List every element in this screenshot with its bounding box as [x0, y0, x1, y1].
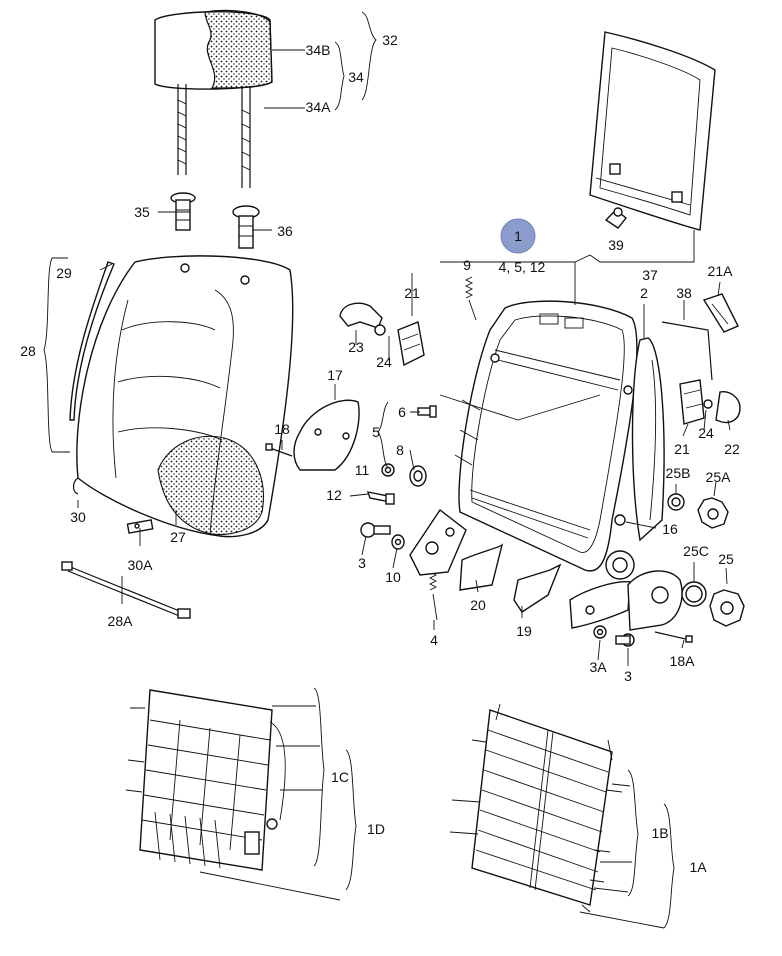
callout-3-left: 3: [358, 555, 366, 571]
callout-16: 16: [662, 521, 678, 537]
callout-2: 2: [640, 285, 648, 301]
leader-lines: [43, 11, 731, 929]
callout-1-highlight: [500, 218, 536, 254]
callout-20: 20: [470, 597, 486, 613]
callout-19: 19: [516, 623, 532, 639]
handle-cover-21A: [702, 293, 739, 333]
callout-28: 28: [20, 343, 36, 359]
recliner-mechanism: [569, 550, 635, 629]
callout-18A: 18A: [670, 653, 696, 669]
rod-28A: [61, 561, 191, 619]
backrest-cover: [76, 255, 294, 538]
callout-22: 22: [724, 441, 740, 457]
callout-29: 29: [56, 265, 72, 281]
callout-35: 35: [134, 204, 150, 220]
callout-1C: 1C: [331, 769, 349, 785]
callout-1A: 1A: [689, 859, 707, 875]
nut-11: [381, 463, 395, 477]
lumbar-panel: [631, 337, 665, 542]
pin-18: [265, 443, 293, 457]
callout-1D: 1D: [367, 821, 385, 837]
screw-24-right: [703, 399, 713, 409]
callout-10: 10: [385, 569, 401, 585]
clip-39: [604, 207, 627, 229]
callout-9: 9: [463, 257, 471, 273]
callout-23: 23: [348, 339, 364, 355]
cap-22: [715, 391, 741, 424]
callout-36: 36: [277, 223, 293, 239]
callout-37: 37: [642, 267, 658, 283]
screw-12: [366, 491, 395, 505]
callout-labels: 1 4, 5, 12 2 3 3 3A 4 5 6 8 9 10 11 12 1…: [20, 32, 740, 875]
clip-30A: [126, 519, 154, 534]
callout-6: 6: [398, 404, 406, 420]
screw-24-left: [374, 324, 386, 336]
pin-6: [417, 405, 437, 418]
handle-cover-21-left: [397, 321, 425, 367]
callout-30A: 30A: [128, 557, 154, 573]
callout-17: 17: [327, 367, 343, 383]
callout-38: 38: [676, 285, 692, 301]
callout-24-right: 24: [698, 425, 714, 441]
callout-25C: 25C: [683, 543, 709, 559]
handle-21-right: [679, 379, 705, 425]
headrest-guide-35: [170, 192, 196, 231]
callout-4: 4: [430, 632, 438, 648]
callout-8: 8: [396, 442, 404, 458]
cover-19: [513, 563, 562, 613]
callout-1-sub: 4, 5, 12: [499, 259, 546, 275]
lumbar-support-assembly: [125, 689, 286, 871]
spring-9: [464, 276, 477, 321]
callout-27: 27: [170, 529, 186, 545]
hinge-bracket-left: [409, 508, 467, 576]
callout-18: 18: [274, 421, 290, 437]
callout-34A: 34A: [306, 99, 332, 115]
bushing-8: [409, 465, 427, 487]
bolt-3-right: [615, 633, 635, 647]
callout-5: 5: [372, 424, 380, 440]
cap-25B: [667, 493, 685, 511]
callout-1B: 1B: [651, 825, 668, 841]
callout-25A: 25A: [706, 469, 732, 485]
backrest-frame: [454, 300, 638, 572]
callout-3-right: 3: [624, 668, 632, 684]
callout-21A: 21A: [708, 263, 734, 279]
callout-39: 39: [608, 237, 624, 253]
callout-32: 32: [382, 32, 398, 48]
callout-1: 1: [514, 228, 522, 244]
ring-25C: [681, 581, 707, 607]
callout-11: 11: [355, 462, 370, 478]
cover-20: [459, 543, 504, 591]
callout-12: 12: [326, 487, 342, 503]
cover-edge-strip-29: [69, 261, 115, 421]
bolt-3-left: [360, 522, 391, 538]
callout-24-left: 24: [376, 354, 392, 370]
knob-25: [709, 589, 745, 627]
headrest: [154, 9, 273, 188]
callout-34B: 34B: [306, 42, 331, 58]
washer-3A: [593, 625, 607, 639]
clip-30: [72, 477, 79, 495]
trim-17: [293, 399, 360, 471]
callout-21-right: 21: [674, 441, 690, 457]
back-panel: [589, 31, 716, 231]
callout-34: 34: [348, 69, 364, 85]
callout-25B: 25B: [666, 465, 691, 481]
hinge-plate-right: [627, 570, 683, 631]
release-lever-23: [339, 302, 383, 329]
headrest-guide-36: [232, 205, 260, 249]
callout-30: 30: [70, 509, 86, 525]
rod-38: [661, 321, 713, 381]
callout-21-left: 21: [404, 285, 420, 301]
pin-18A: [654, 631, 693, 643]
screw-16: [614, 514, 626, 526]
callout-3A: 3A: [589, 659, 607, 675]
spring-wire-mat: [449, 703, 623, 913]
washer-10: [391, 534, 405, 550]
callout-28A: 28A: [108, 613, 134, 629]
callout-25: 25: [718, 551, 734, 567]
knob-25A: [697, 497, 729, 529]
